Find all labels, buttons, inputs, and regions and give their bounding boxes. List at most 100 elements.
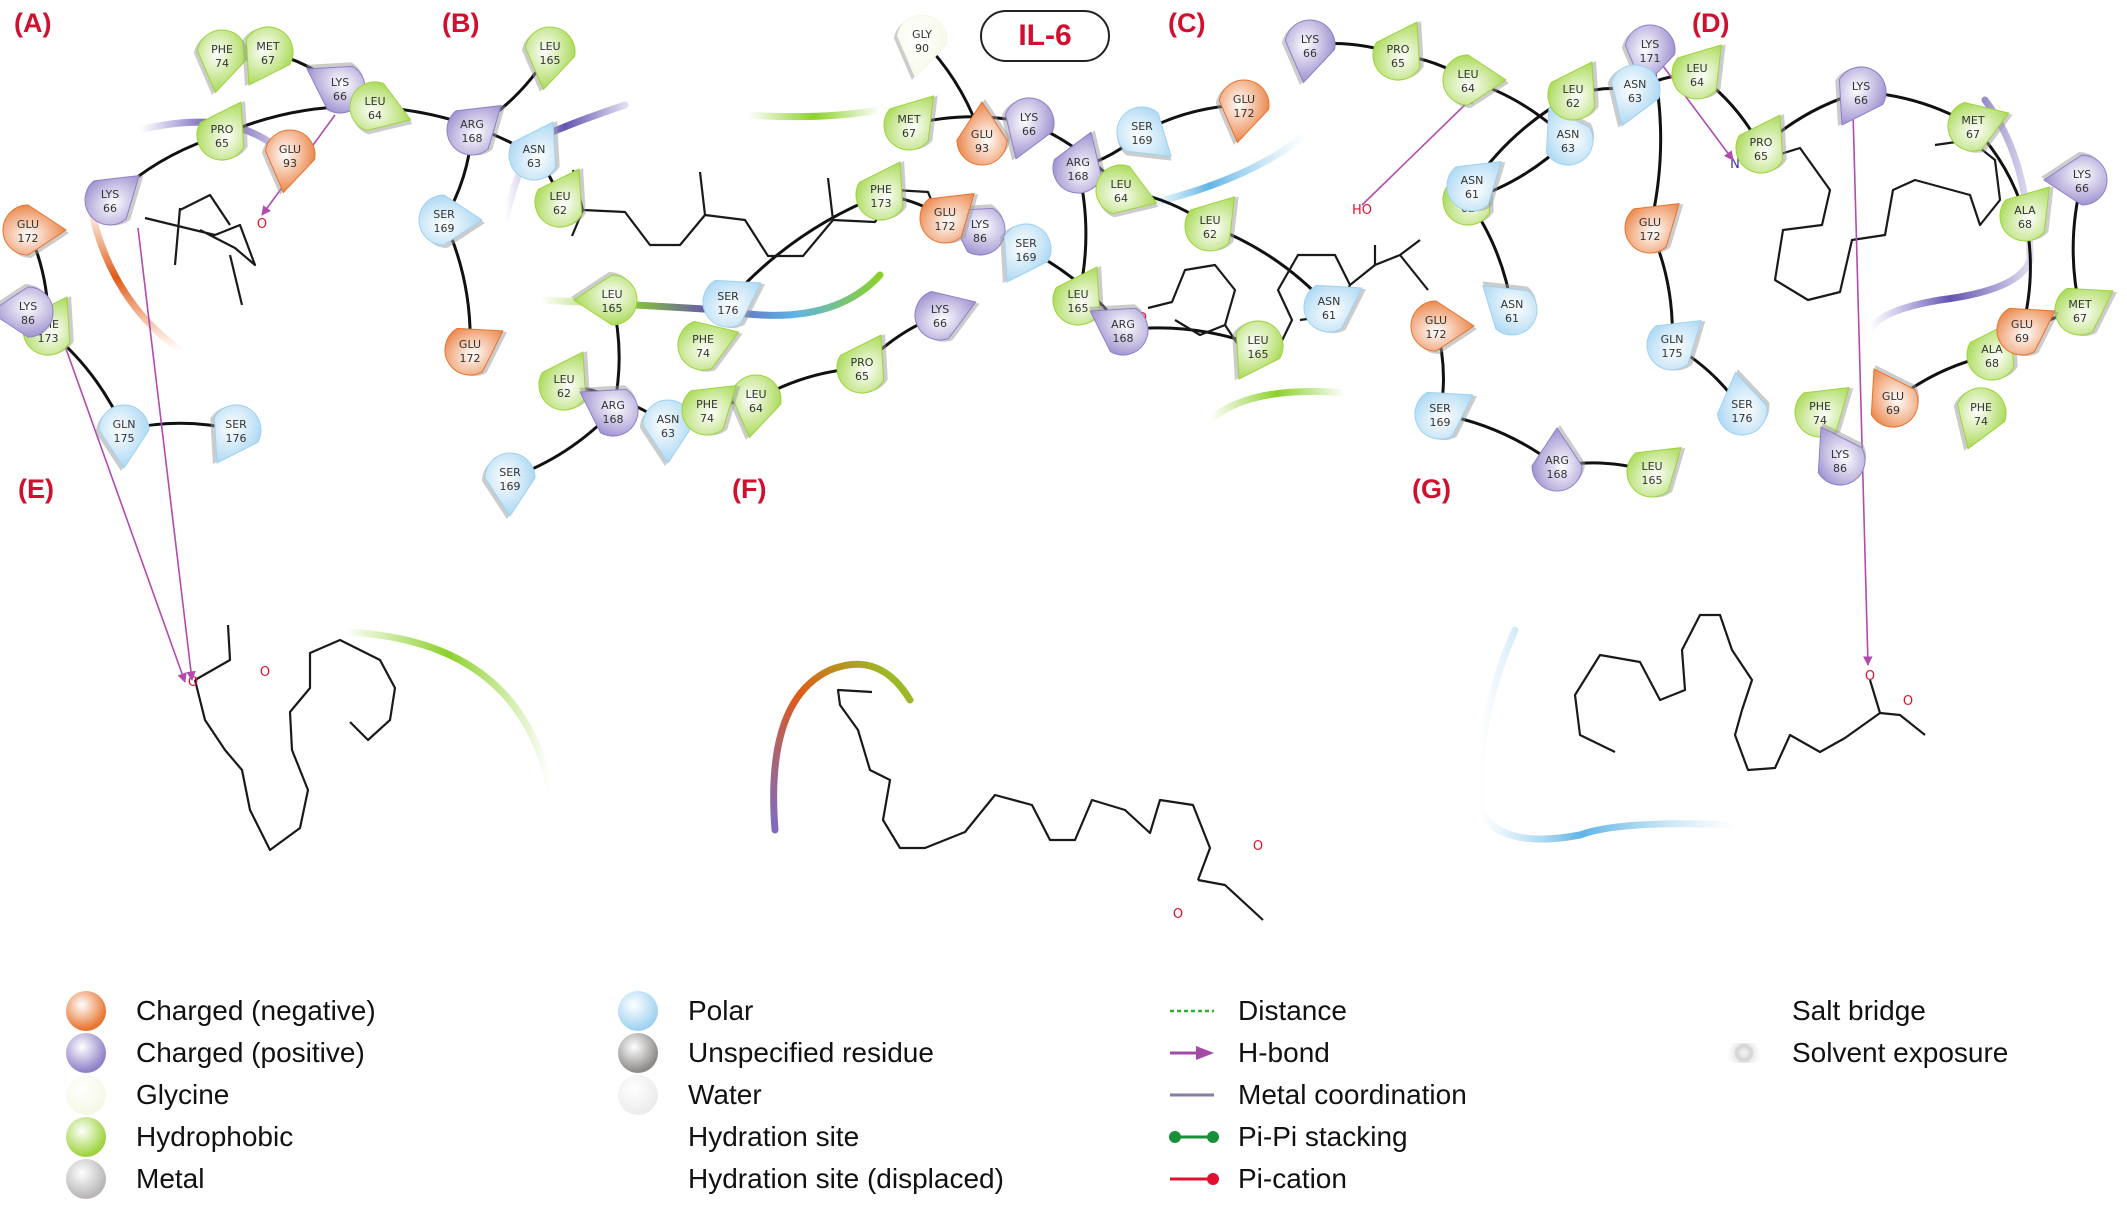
residue-shape	[914, 290, 977, 341]
hbond-arrow	[1361, 94, 1476, 206]
pocket-surface-arc	[86, 201, 184, 354]
residue-shape	[508, 121, 557, 181]
residue-shape	[573, 274, 638, 326]
residue-shape	[956, 101, 1008, 166]
pi-cation-icon	[1170, 1173, 1219, 1185]
residue-number: 74	[700, 412, 714, 425]
residue-number: 74	[1974, 415, 1988, 428]
distance-line-icon	[1170, 1009, 1214, 1013]
residue-number: 66	[1854, 94, 1868, 107]
residue-shape	[444, 327, 504, 376]
ligand-skeleton-e	[193, 624, 397, 852]
residue-number: 74	[696, 347, 710, 360]
residue-number: 62	[1566, 97, 1580, 110]
residue-number: 165	[1068, 302, 1089, 315]
legend-label: Metal	[136, 1163, 205, 1194]
ligand-skeleton-d	[1744, 138, 2002, 302]
residue-shape	[418, 194, 483, 246]
legend-label: Salt bridge	[1792, 995, 1926, 1026]
residue-name: GLU	[971, 128, 993, 141]
ligand-atom-o: O	[1903, 694, 1913, 709]
residue-name: SER	[225, 418, 247, 431]
residue-shape	[1004, 97, 1055, 160]
residue-number: 65	[855, 370, 869, 383]
residue-number: 86	[21, 314, 35, 327]
residue-number: 165	[540, 54, 561, 67]
legend-interactions: Distance H-bond Metal coordination Pi-Pi…	[1168, 990, 1467, 1200]
residue-shape	[1303, 284, 1363, 333]
residue-number: 63	[661, 427, 675, 440]
residue-name: ASN	[523, 143, 546, 156]
legend-other-types: Polar Unspecified residue Water Hydratio…	[618, 990, 1004, 1200]
residue-name: GLU	[1882, 390, 1904, 403]
legend-item: Glycine	[66, 1074, 376, 1116]
residue-name: GLU	[934, 206, 956, 219]
residue-shape	[1999, 186, 2051, 242]
residue-number: 66	[103, 202, 117, 215]
residue-shape	[896, 14, 948, 79]
residue-name: PHE	[211, 43, 233, 56]
swatch-unspecified-icon	[618, 1033, 658, 1073]
residue-shape	[1414, 391, 1474, 440]
residue-number: 66	[333, 90, 347, 103]
residue-name: SER	[499, 466, 521, 479]
residue-name: PRO	[851, 356, 874, 369]
panel-label-a: (A)	[14, 8, 52, 38]
residue-name: ASN	[1318, 295, 1341, 308]
legend-label: Hydration site (displaced)	[688, 1163, 1004, 1194]
residue-name: LEU	[745, 388, 766, 401]
residue-name: GLU	[279, 143, 301, 156]
legend-item: Hydration site (displaced)	[618, 1158, 1004, 1200]
residue-shape	[2, 204, 67, 256]
residue-number: 67	[261, 54, 275, 67]
residue-number: 176	[718, 304, 739, 317]
residue-shape	[1372, 21, 1421, 81]
residue-shape	[1235, 320, 1284, 380]
residue-name: GLY	[912, 28, 932, 41]
legend-label: Pi-Pi stacking	[1238, 1121, 1408, 1152]
residue-number: 66	[1022, 125, 1036, 138]
residue-number: 172	[460, 352, 481, 365]
residue-number: 64	[1461, 82, 1475, 95]
residue-name: SER	[1015, 237, 1037, 250]
legend-item: Hydrophobic	[66, 1116, 376, 1158]
residue-name: LYS	[1831, 448, 1849, 461]
residue-number: 62	[557, 387, 571, 400]
residue-number: 165	[602, 302, 623, 315]
residue-number: 175	[114, 432, 135, 445]
residue-shape	[1547, 61, 1596, 121]
residue-name: MET	[256, 40, 279, 53]
residue-number: 169	[1430, 416, 1451, 429]
residue-name: ASN	[1624, 78, 1647, 91]
ligand-skeleton-f	[836, 688, 1264, 921]
residue-number: 61	[1505, 312, 1519, 325]
residue-number: 93	[283, 157, 297, 170]
panel-label-d: (D)	[1692, 8, 1730, 38]
residue-number: 168	[1547, 468, 1568, 481]
residue-name: LEU	[549, 190, 570, 203]
pocket-surface-arc	[770, 660, 914, 834]
residue-shape	[1996, 307, 2056, 356]
residue-number: 172	[935, 220, 956, 233]
residue-shape	[245, 26, 294, 86]
residue-name: LYS	[19, 300, 37, 313]
